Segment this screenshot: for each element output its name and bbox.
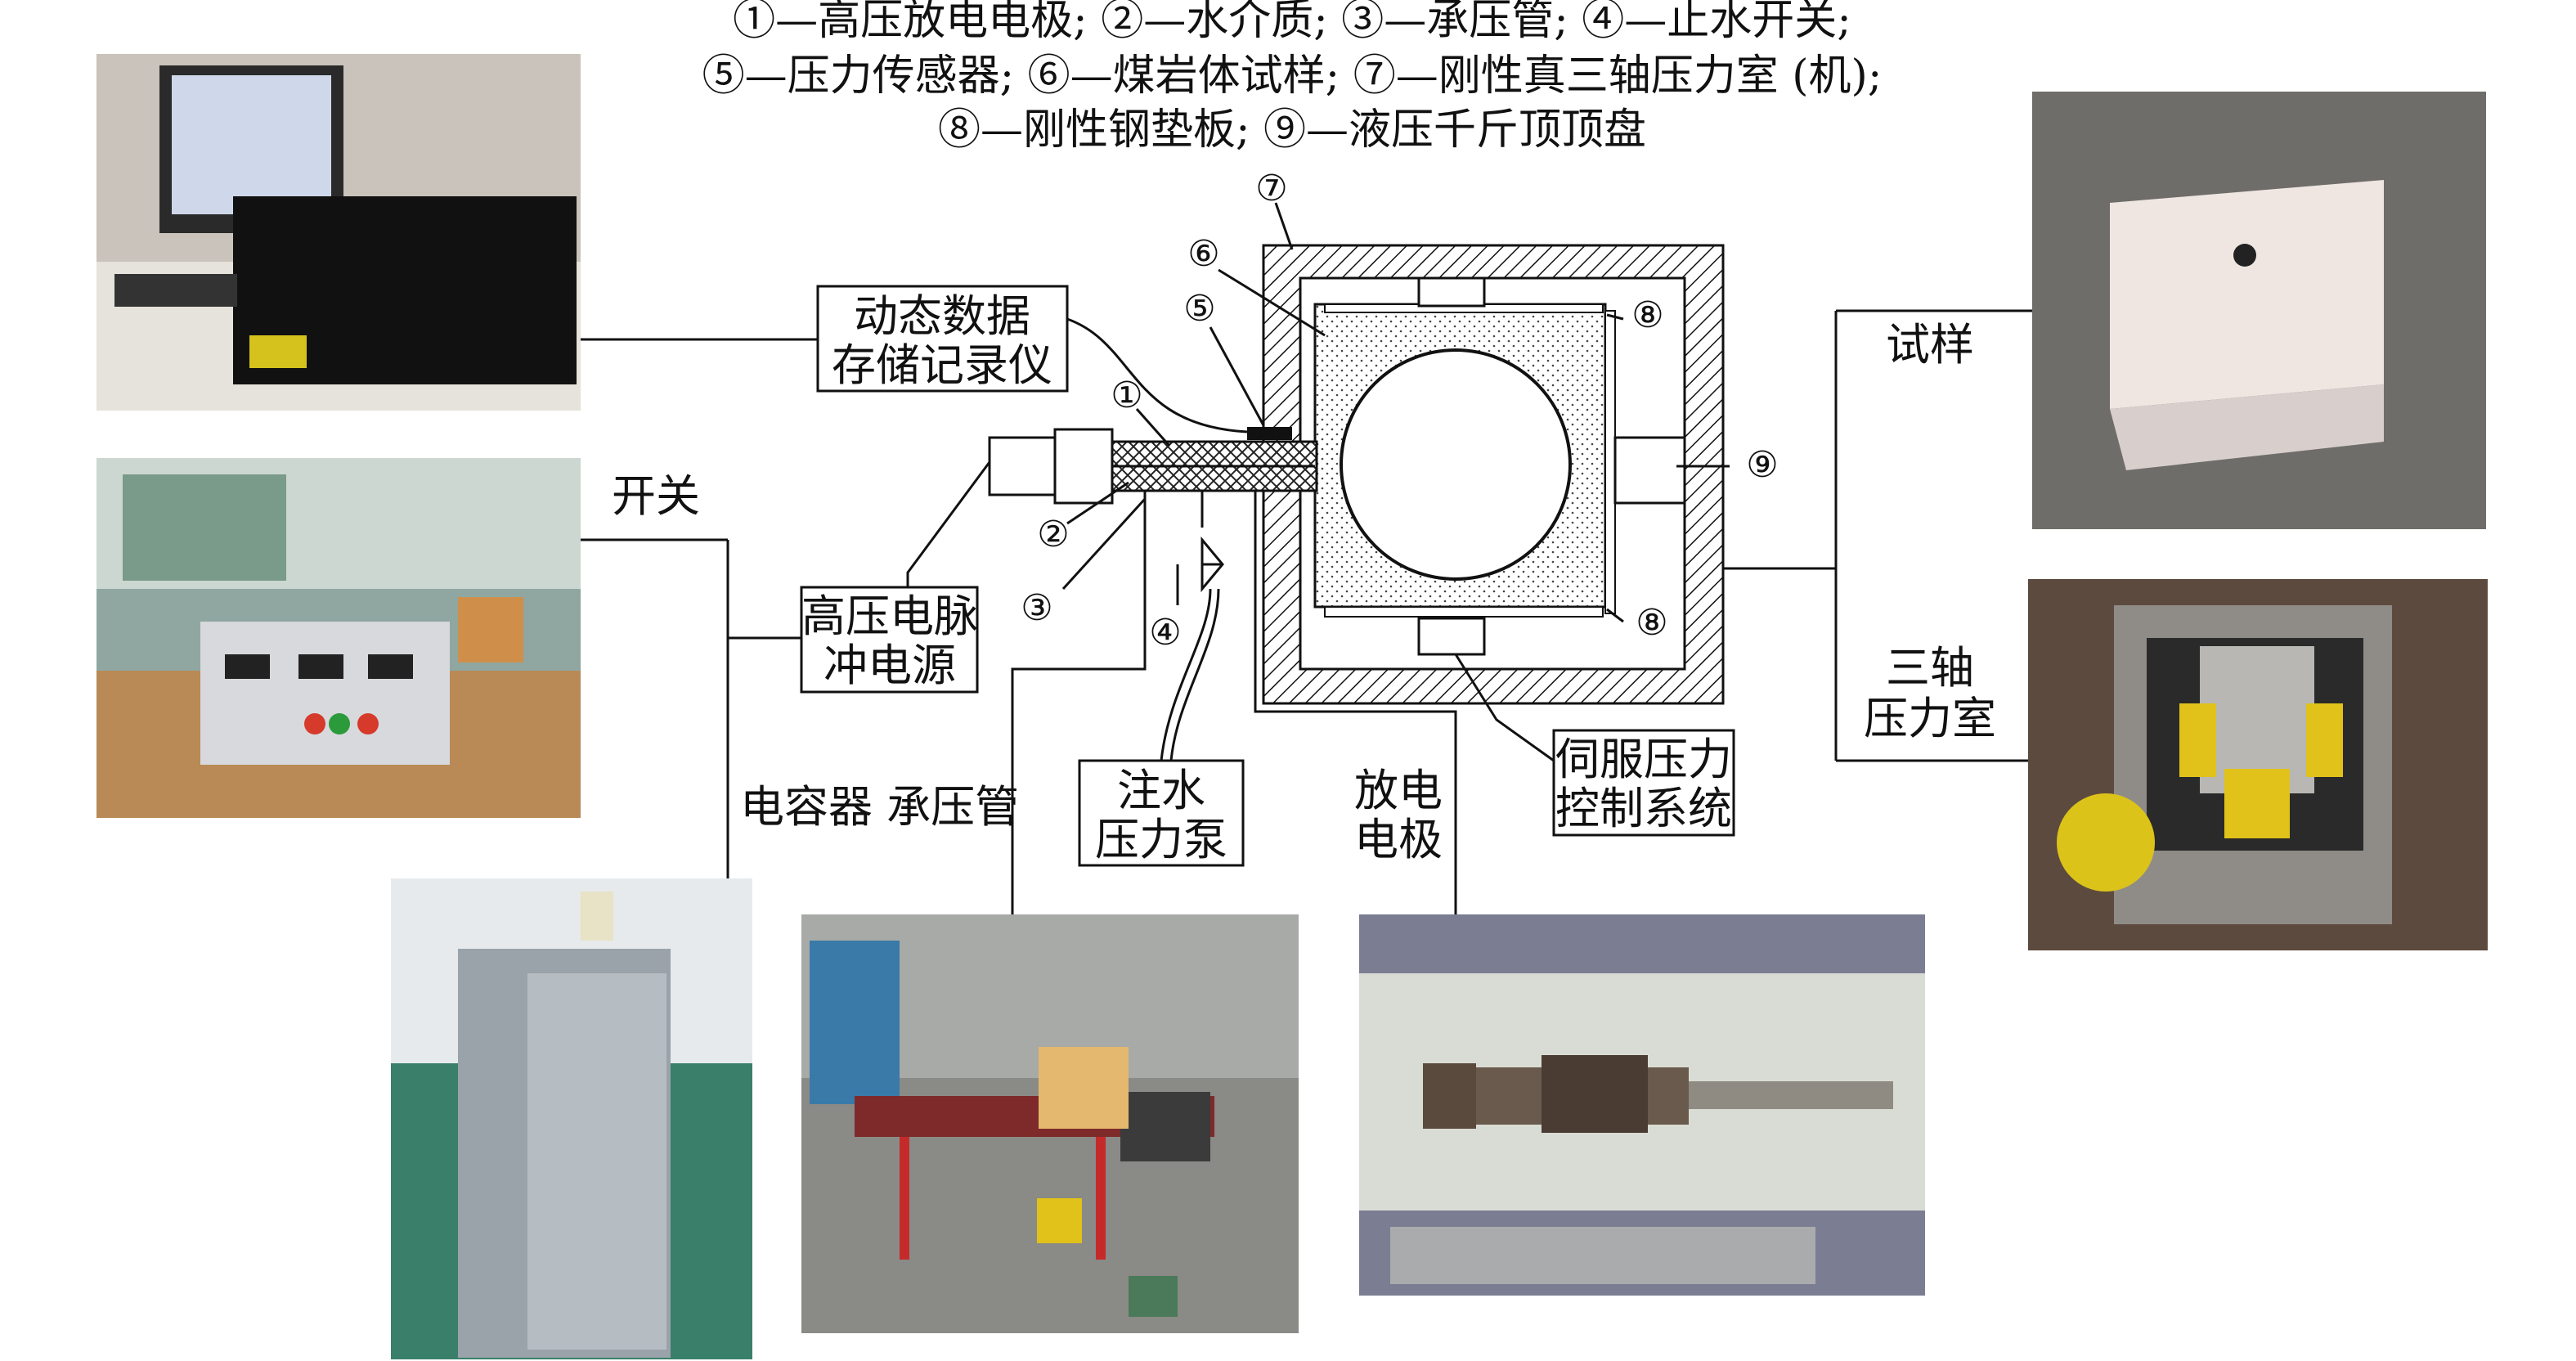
marker-1: ① <box>1111 375 1142 416</box>
electrode-label-2: 电极 <box>1354 814 1443 865</box>
switch-label: 开关 <box>612 470 700 522</box>
servo-box: 伺服压力 控制系统 <box>1554 730 1734 835</box>
water-pump-label-2: 压力泵 <box>1095 814 1227 865</box>
chamber-label-1: 三轴 <box>1886 642 1974 694</box>
marker-6: ⑥ <box>1187 233 1219 275</box>
legend-line-2: ⑤—压力传感器; ⑥—煤岩体试样; ⑦—刚性真三轴压力室 (机); <box>702 52 1883 101</box>
pulse-power-supply-photo <box>96 458 581 818</box>
capacitor-cabinet-photo <box>391 878 752 1359</box>
marker-3: ③ <box>1021 587 1052 629</box>
electrode-label-1: 放电 <box>1354 765 1443 816</box>
water-pump-box: 注水 压力泵 <box>1079 761 1243 865</box>
capacitor-pipe-label: 电容器 承压管 <box>740 781 1019 833</box>
servo-label-1: 伺服压力 <box>1555 734 1732 785</box>
specimen-block-photo <box>2032 92 2486 529</box>
triaxial-chamber-photo <box>2028 579 2488 950</box>
water-pump-label-1: 注水 <box>1117 765 1205 816</box>
pulse-power-box: 高压电脉 冲电源 <box>801 587 978 692</box>
marker-5: ⑤ <box>1183 288 1215 330</box>
computer-recorder-photo <box>96 54 581 411</box>
marker-7: ⑦ <box>1255 168 1287 209</box>
pressure-pipe-rig-photo <box>801 914 1299 1333</box>
chamber-label-2: 压力室 <box>1864 693 1996 744</box>
marker-8-bottom: ⑧ <box>1636 602 1667 644</box>
servo-label-2: 控制系统 <box>1555 783 1732 834</box>
marker-2: ② <box>1037 514 1069 555</box>
marker-8-top: ⑧ <box>1631 294 1663 336</box>
specimen-label: 试样 <box>1886 319 1974 371</box>
recorder-label-1: 动态数据 <box>854 290 1030 342</box>
marker-9: ⑨ <box>1746 444 1778 486</box>
recorder-label-2: 存储记录仪 <box>832 339 1052 391</box>
pulse-power-label-1: 高压电脉 <box>801 591 978 642</box>
recorder-box: 动态数据 存储记录仪 <box>818 286 1067 391</box>
discharge-electrode-photo <box>1359 914 1925 1296</box>
marker-4: ④ <box>1149 612 1181 654</box>
legend-line-3: ⑧—刚性钢垫板; ⑨—液压千斤顶顶盘 <box>938 106 1646 155</box>
legend-line-1: ①—高压放电电极; ②—水介质; ③—承压管; ④—止水开关; <box>733 0 1851 45</box>
pulse-power-label-2: 冲电源 <box>824 640 956 691</box>
legend: ①—高压放电电极; ②—水介质; ③—承压管; ④—止水开关; ⑤—压力传感器;… <box>702 0 1883 155</box>
